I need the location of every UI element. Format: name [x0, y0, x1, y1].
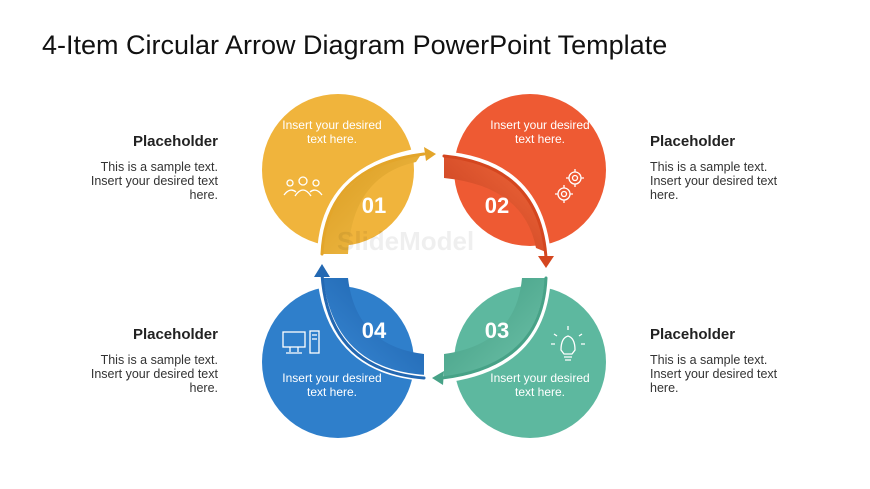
item-number-01: 01	[361, 193, 387, 218]
circle-01	[262, 94, 414, 246]
arrow-03-to-04	[440, 276, 548, 380]
side-heading-01: Placeholder	[132, 133, 218, 150]
people-icon	[283, 176, 323, 197]
side-block-04: Placeholder This is a sample text. Inser…	[18, 326, 218, 395]
circle-03	[454, 286, 606, 438]
circle-04	[262, 286, 414, 438]
circle-text-02: Insert your desired text here.	[490, 118, 590, 146]
arrow-04-to-01	[320, 272, 426, 380]
computer-icon	[282, 330, 320, 354]
gears-icon	[555, 169, 584, 203]
item-number-02: 02	[484, 193, 510, 218]
side-heading-03: Placeholder	[650, 326, 736, 343]
arrow-02-to-03	[442, 154, 548, 260]
side-text-02: This is a sample text. Insert your desir…	[650, 160, 778, 202]
item-number-04: 04	[361, 318, 387, 343]
arrowhead-03	[432, 371, 444, 385]
arrowhead-01	[424, 147, 436, 161]
side-block-01: Placeholder This is a sample text. Inser…	[18, 133, 218, 202]
side-text-03: This is a sample text. Insert your desir…	[650, 353, 778, 395]
item-number-03: 03	[484, 318, 510, 343]
circle-text-01: Insert your desired text here.	[282, 118, 382, 146]
circle-02	[454, 94, 606, 246]
side-text-04: This is a sample text. Insert your desir…	[90, 353, 218, 395]
side-block-02: Placeholder This is a sample text. Inser…	[650, 133, 850, 202]
wedge-02	[444, 156, 546, 252]
wedge-04	[322, 278, 424, 376]
side-text-01: This is a sample text. Insert your desir…	[90, 160, 218, 202]
side-block-03: Placeholder This is a sample text. Inser…	[650, 326, 850, 395]
wedge-03	[444, 278, 546, 378]
arrowhead-02	[538, 256, 554, 268]
arrow-01-to-02	[320, 152, 426, 256]
arrowhead-04	[314, 264, 330, 277]
side-heading-02: Placeholder	[650, 133, 736, 150]
lightbulb-icon	[551, 326, 585, 361]
circle-text-04: Insert your desired text here.	[282, 371, 382, 399]
wedge-01	[322, 150, 424, 254]
side-heading-04: Placeholder	[132, 326, 218, 343]
circle-text-03: Insert your desired text here.	[490, 371, 590, 399]
page-title: 4-Item Circular Arrow Diagram PowerPoint…	[42, 30, 668, 60]
watermark: SlideModel	[337, 226, 475, 256]
